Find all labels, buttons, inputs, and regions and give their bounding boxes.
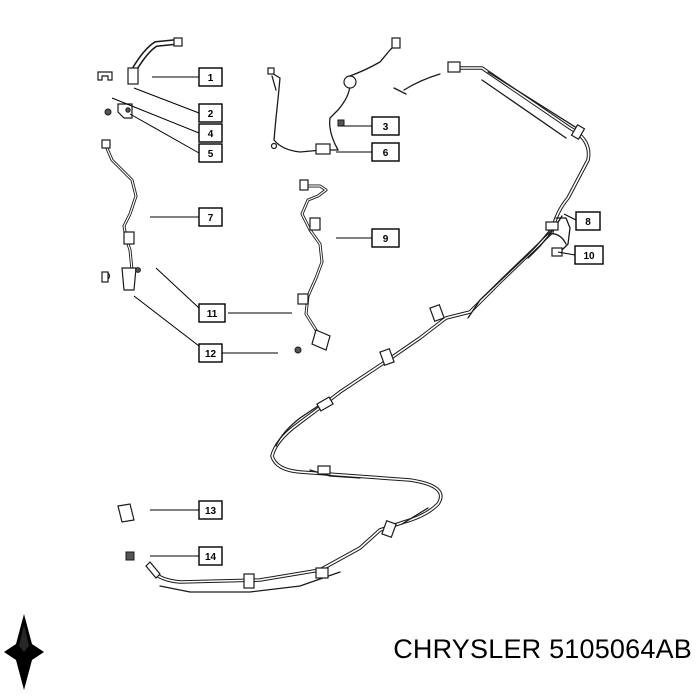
callout-3-label: 3 xyxy=(383,122,389,133)
main-brake-line xyxy=(145,61,591,593)
callout-14: 14 xyxy=(198,546,223,566)
callout-13: 13 xyxy=(198,500,223,520)
flex-hose-top xyxy=(127,37,183,85)
leader-lines xyxy=(111,76,577,557)
part-number: 5105064AB xyxy=(549,634,692,664)
callout-11-label: 11 xyxy=(207,309,218,320)
callout-9: 9 xyxy=(371,228,400,248)
small-brackets xyxy=(97,71,133,119)
callout-9-label: 9 xyxy=(383,234,389,245)
brake-line-diagram: 1 2 4 5 3 6 7 9 xyxy=(97,37,604,593)
callout-3: 3 xyxy=(371,116,400,136)
fittings-lower xyxy=(117,503,135,561)
callout-11: 11 xyxy=(198,303,226,323)
callout-4-label: 4 xyxy=(208,129,214,140)
callout-7-label: 7 xyxy=(208,213,214,224)
callout-2: 2 xyxy=(198,103,223,123)
callout-2-label: 2 xyxy=(208,109,214,120)
brand-name: CHRYSLER xyxy=(393,634,542,664)
chrysler-pentastar-icon xyxy=(4,614,44,690)
callout-12-label: 12 xyxy=(205,349,217,360)
callout-5-label: 5 xyxy=(208,149,214,160)
callout-4: 4 xyxy=(198,123,223,143)
part-caption: CHRYSLER 5105064AB xyxy=(393,634,692,665)
callout-1-label: 1 xyxy=(208,73,214,84)
right-front-line xyxy=(294,179,331,354)
left-front-line xyxy=(101,139,141,291)
callout-12: 12 xyxy=(198,343,223,363)
callout-10-label: 10 xyxy=(583,251,595,262)
callout-1: 1 xyxy=(198,67,223,87)
callout-8-label: 8 xyxy=(585,217,591,228)
callout-13-label: 13 xyxy=(205,506,217,517)
callout-14-label: 14 xyxy=(205,552,217,563)
callout-6-label: 6 xyxy=(383,148,389,159)
sensor-harness xyxy=(267,37,441,155)
callout-8: 8 xyxy=(575,211,601,231)
rear-crossover-line xyxy=(547,217,571,257)
callout-6: 6 xyxy=(371,142,400,162)
callout-5: 5 xyxy=(198,143,223,163)
callout-7: 7 xyxy=(198,207,223,227)
callout-10: 10 xyxy=(574,245,604,265)
